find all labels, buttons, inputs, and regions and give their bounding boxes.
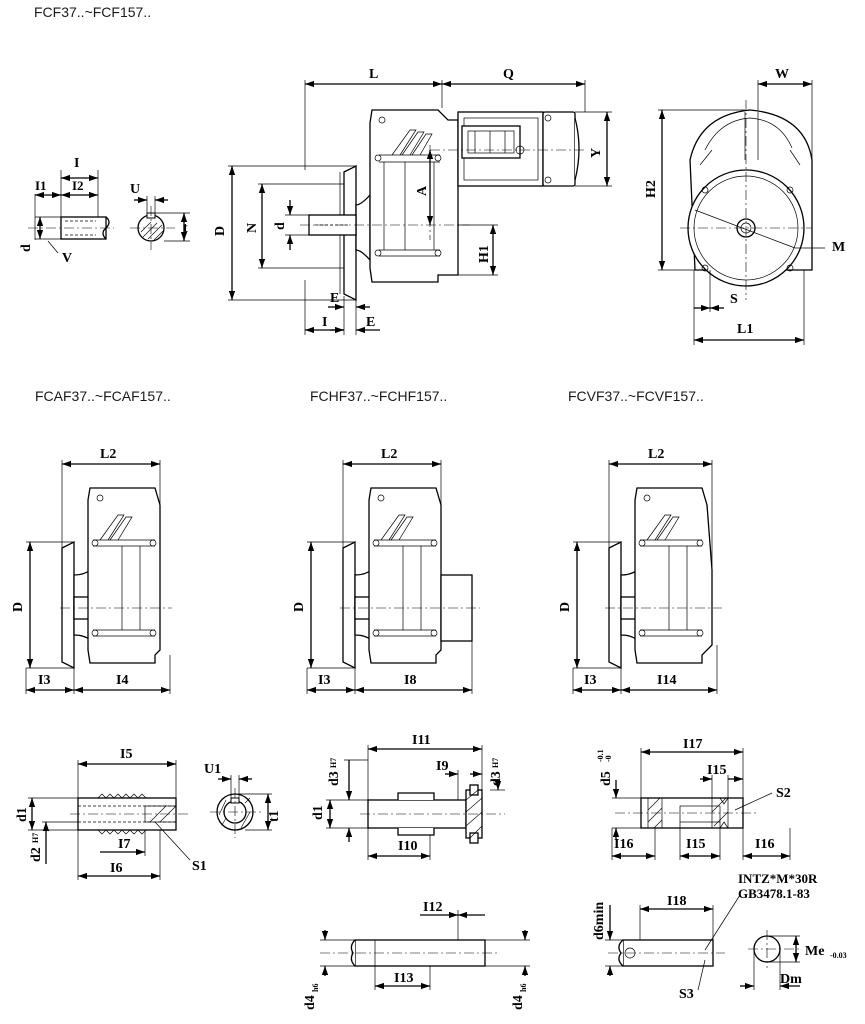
label-H2: H2 — [644, 180, 659, 198]
label-I3-fcaf: I3 — [38, 673, 50, 688]
label-d3-left: d3 — [327, 771, 342, 786]
label-d5-tolerance-lower: -0 — [604, 755, 613, 762]
fcvf-view — [572, 460, 722, 694]
label-L1: L1 — [737, 322, 753, 337]
label-I5: I5 — [120, 747, 132, 762]
label-I15-top: I15 — [707, 763, 726, 778]
label-d4-right-tolerance: h6 — [519, 984, 528, 992]
label-d6min: d6min — [592, 902, 607, 940]
label-d5-tolerance-upper: -0.1 — [596, 749, 605, 762]
label-d3-right-tolerance: H7 — [491, 758, 500, 768]
label-D-fchf: D — [292, 602, 307, 612]
label-I16-left: I16 — [614, 837, 633, 852]
title-fcvf: FCVF37..~FCVF157.. — [568, 388, 704, 404]
label-S1: S1 — [192, 859, 207, 874]
label-D-main: D — [213, 226, 228, 236]
label-Me-tolerance: -0.03 — [830, 951, 847, 960]
fchf-view — [306, 460, 480, 694]
label-d1-fchf: d1 — [311, 805, 326, 820]
fchf-shrink-disc-detail — [326, 745, 505, 860]
title-fchf: FCHF37..~FCHF157.. — [310, 388, 448, 404]
label-d3-left-tolerance: H7 — [329, 758, 338, 768]
label-Y: Y — [589, 148, 604, 158]
label-d-shaft: d — [19, 244, 34, 252]
spline-note-line2: GB3478.1-83 — [738, 886, 810, 901]
label-I16-right: I16 — [755, 837, 774, 852]
label-L2-fchf: L2 — [381, 447, 397, 462]
fcvf-spline-shaft-detail — [611, 748, 791, 860]
label-I2: I2 — [72, 178, 84, 193]
label-I3-fcvf: I3 — [584, 673, 596, 688]
label-L: L — [369, 67, 378, 82]
label-V: V — [62, 251, 72, 266]
gear-motor-side-view — [228, 80, 612, 335]
label-t: t — [183, 221, 188, 236]
label-I14: I14 — [657, 673, 676, 688]
label-d4-right: d4 — [511, 995, 526, 1010]
label-d2: d2 — [29, 847, 44, 862]
label-I13: I13 — [394, 971, 413, 986]
label-I3-fchf: I3 — [318, 673, 330, 688]
label-I9: I9 — [436, 759, 448, 774]
label-M: M — [832, 240, 845, 255]
label-d1-fcaf: d1 — [15, 807, 30, 822]
gear-motor-end-view — [658, 80, 825, 345]
label-I1: I1 — [35, 178, 47, 193]
label-d3-right: d3 — [489, 771, 504, 786]
label-I17: I17 — [683, 737, 702, 752]
label-W: W — [775, 67, 789, 82]
label-A: A — [415, 185, 430, 196]
label-d4-left-tolerance: h6 — [311, 984, 320, 992]
label-S3: S3 — [679, 987, 694, 1002]
label-D-fcvf: D — [558, 602, 573, 612]
spline-note-line1: INTZ*M*30R — [738, 871, 818, 886]
label-I15-bottom: I15 — [686, 837, 705, 852]
label-E-top: E — [330, 291, 339, 306]
label-L2-fcaf: L2 — [100, 447, 116, 462]
label-I18: I18 — [667, 894, 686, 909]
fcaf-hollow-shaft-detail — [28, 760, 272, 880]
label-S: S — [730, 292, 738, 307]
title-fcaf: FCAF37..~FCAF157.. — [35, 388, 171, 404]
title-fcf: FCF37..~FCF157.. — [34, 4, 152, 20]
fchf-output-shaft-detail — [320, 910, 530, 990]
label-I4: I4 — [116, 673, 128, 688]
label-I-top: I — [74, 156, 79, 171]
label-I-main: I — [322, 315, 327, 330]
label-d5: d5 — [599, 771, 614, 786]
label-I12: I12 — [423, 900, 442, 915]
label-S2: S2 — [776, 786, 791, 801]
label-I11: I11 — [412, 733, 431, 748]
label-U1: U1 — [204, 762, 221, 777]
label-Dm: Dm — [780, 972, 802, 987]
label-Q: Q — [503, 67, 514, 82]
label-I8: I8 — [404, 673, 416, 688]
label-U: U — [130, 182, 140, 197]
label-t1: t1 — [267, 810, 282, 822]
label-I6: I6 — [110, 861, 122, 876]
label-E-bottom: E — [366, 315, 375, 330]
label-d4-left: d4 — [303, 995, 318, 1010]
label-L2-fcvf: L2 — [648, 447, 664, 462]
label-Me: Me — [805, 944, 824, 959]
label-d-main: d — [273, 222, 288, 230]
label-D-fcaf: D — [11, 602, 26, 612]
fcvf-output-shaft-detail — [605, 894, 800, 991]
label-I7: I7 — [118, 837, 130, 852]
label-I10: I10 — [398, 839, 417, 854]
label-H1: H1 — [477, 245, 492, 263]
label-N: N — [245, 223, 260, 233]
shaft-key-detail — [28, 170, 190, 254]
label-d2-tolerance: H7 — [31, 833, 40, 843]
fcaf-view — [25, 460, 172, 694]
